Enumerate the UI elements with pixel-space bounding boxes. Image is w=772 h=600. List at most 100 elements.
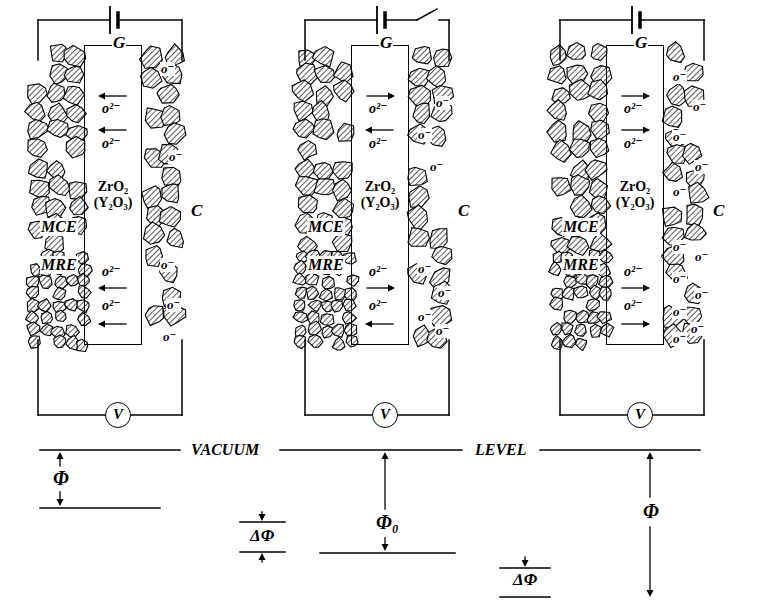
electrode-grain (562, 287, 574, 300)
electrode-grain (162, 167, 181, 185)
electrode-grain (293, 119, 315, 138)
wire (448, 340, 450, 415)
work-function: Φ (52, 467, 70, 489)
electrode-grain (140, 46, 163, 68)
wire (38, 414, 105, 416)
wire (181, 340, 183, 415)
arrow-head (57, 452, 64, 459)
oxide-ion: o²⁻ (368, 264, 389, 279)
electrode-grain (27, 322, 40, 336)
oxygen-species: o⁻ (435, 324, 450, 338)
electrode-grain (552, 178, 571, 196)
electrode-grain (145, 306, 163, 326)
meter-label: V (380, 406, 390, 423)
electrode-grain (313, 163, 333, 180)
energy-level (320, 552, 455, 554)
electrode-grain (167, 229, 184, 248)
electrode-grain (294, 300, 305, 312)
electrode-grain (343, 253, 356, 264)
electrode-grain (65, 299, 77, 311)
oxygen-species: o⁻ (694, 250, 709, 264)
wire (559, 20, 561, 60)
electrode-grain (408, 228, 429, 247)
electrode-grain (597, 312, 612, 324)
electrode-grain (564, 276, 577, 287)
electrode-name: MCE (40, 218, 78, 236)
wire (118, 19, 182, 21)
electrode-grain (585, 160, 607, 180)
electrode-grain (342, 312, 356, 324)
level-name: VACUUM (190, 441, 260, 459)
energy-level (500, 567, 550, 569)
electrode-grain (66, 137, 85, 158)
electrode-grain (571, 175, 590, 195)
electrode-grain (295, 325, 306, 337)
electrode-grain (293, 312, 308, 323)
electrode-grain (64, 45, 86, 67)
oxide-ion: o²⁻ (623, 136, 644, 151)
electrode-grain (569, 79, 590, 100)
electrode-grain (295, 159, 316, 177)
wire (304, 20, 306, 60)
oxygen-species: o⁻ (672, 185, 687, 199)
oxygen-species: o⁻ (417, 310, 432, 324)
electrode-grain (320, 314, 334, 326)
electrode-grain (28, 120, 49, 140)
electrode-grain (37, 299, 51, 312)
electrode-grain (332, 162, 352, 179)
oxide-ion: o²⁻ (623, 101, 644, 116)
electrode-grain (588, 80, 608, 100)
wire (38, 19, 110, 21)
wire (559, 340, 561, 415)
electrode-name: MCE (307, 218, 345, 236)
wire (703, 20, 705, 60)
electrode-grain (161, 106, 180, 126)
arrow-head (259, 553, 266, 560)
oxygen-species: o⁻ (168, 150, 183, 164)
ion-arrow-head (643, 127, 650, 134)
electrode-grain (298, 141, 317, 161)
electrode-grain (306, 273, 319, 285)
electrode-name: G (112, 34, 126, 53)
electrode-grain (297, 63, 318, 84)
electrode-grain (346, 336, 358, 348)
oxide-ion: o²⁻ (368, 101, 389, 116)
electrode-grain (312, 101, 329, 121)
electrode-grain (64, 66, 84, 83)
battery-plate (631, 7, 633, 33)
wire (131, 414, 182, 416)
battery-plate (376, 7, 378, 33)
electrode-grain (313, 47, 334, 67)
electrode-name: C (190, 202, 203, 221)
level-name: LEVEL (474, 441, 528, 459)
electrode-grain (413, 103, 430, 124)
electrode-grain (335, 288, 346, 300)
electrode-grain (591, 196, 610, 214)
oxygen-species: o⁻ (672, 240, 687, 254)
electrode-grain (63, 86, 84, 105)
electrode-grain (343, 299, 356, 311)
electrode-grain (70, 196, 89, 214)
electrode-grain (47, 120, 68, 138)
ion-arrow-head (98, 93, 105, 100)
arrow-head (647, 452, 654, 459)
electrode-grain (550, 323, 561, 335)
oxide-ion: o²⁻ (101, 298, 122, 313)
wire (37, 20, 39, 60)
oxygen-species: o⁻ (672, 332, 687, 346)
electrode-grain (47, 83, 65, 102)
ion-arrow-head (365, 127, 372, 134)
meter-label: V (113, 406, 123, 423)
electrode-grain (551, 139, 572, 162)
electrode-grain (331, 324, 344, 337)
wire (560, 414, 627, 416)
electrode-grain (550, 297, 563, 310)
wire (37, 340, 39, 415)
electrode-grain (157, 85, 179, 104)
electrode-name: MRE (562, 256, 600, 274)
electrode-grain (562, 323, 573, 335)
electrode-grain (562, 334, 576, 347)
oxygen-species: o⁻ (160, 258, 175, 272)
electrode-grain (159, 207, 180, 228)
energy-level (500, 596, 550, 598)
